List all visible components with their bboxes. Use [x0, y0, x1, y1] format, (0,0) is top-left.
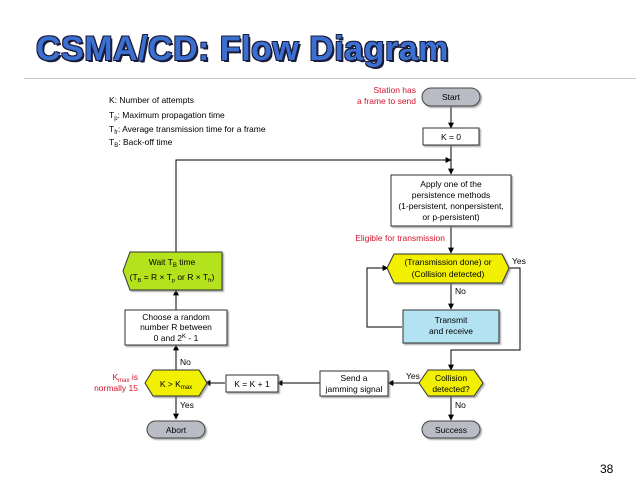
svg-text:number R between: number R between [140, 322, 212, 332]
arrow-transmit-loop [366, 265, 402, 328]
legend-item-attempts: K: Number of attempts [109, 95, 194, 105]
svg-text:Station has: Station has [373, 85, 416, 95]
svg-text:persistence methods: persistence methods [412, 190, 490, 200]
svg-text:K = K + 1: K = K + 1 [234, 379, 270, 389]
legend-item-propagation: Tp: Maximum propagation time [109, 110, 225, 122]
done-check-decision: (Transmission done) or (Collision detect… [386, 253, 510, 284]
svg-text:Success: Success [435, 425, 467, 435]
svg-text:Choose a random: Choose a random [142, 312, 210, 322]
jamming-box: Send a jamming signal [319, 370, 389, 397]
start-note: Station has a frame to send [357, 85, 416, 106]
transmit-box: Transmit and receive [402, 309, 500, 344]
svg-text:Collision: Collision [435, 373, 467, 383]
done-yes-label: Yes [512, 256, 526, 266]
page-number: 38 [600, 462, 614, 476]
start-node: Start [421, 87, 481, 107]
persistence-box: Apply one of the persistence methods (1-… [390, 174, 512, 227]
success-node: Success [421, 420, 481, 439]
svg-text:normally 15: normally 15 [94, 383, 138, 393]
kmax-no-label: No [180, 357, 191, 367]
svg-text:0 and 2K - 1: 0 and 2K - 1 [154, 333, 199, 343]
svg-text:K > Kmax: K > Kmax [160, 379, 192, 391]
svg-text:Abort: Abort [166, 425, 187, 435]
svg-text:or p-persistent): or p-persistent) [422, 212, 479, 222]
legend-item-frame-time: Tfr: Average transmission time for a fra… [109, 124, 266, 136]
svg-text:(Transmission done) or: (Transmission done) or [404, 257, 491, 267]
svg-text:and receive: and receive [429, 326, 473, 336]
svg-text:(Collision detected): (Collision detected) [412, 269, 485, 279]
done-no-label: No [455, 286, 466, 296]
svg-text:K = 0: K = 0 [441, 132, 461, 142]
kmax-yes-label: Yes [180, 400, 194, 410]
svg-text:Transmit: Transmit [435, 315, 468, 325]
svg-text:jamming signal: jamming signal [325, 384, 383, 394]
random-box: Choose a random number R between 0 and 2… [124, 309, 228, 346]
arrow-check-yes-to-collision [448, 267, 521, 371]
connectors [173, 106, 521, 421]
svg-text:(1-persistent, nonpersistent,: (1-persistent, nonpersistent, [398, 201, 503, 211]
k-increment-box: K = K + 1 [225, 374, 279, 393]
legend-item-backoff: TB: Back-off time [109, 137, 173, 149]
kmax-note: Kmax is normally 15 [94, 372, 138, 393]
collision-no-label: No [455, 400, 466, 410]
svg-text:Wait TB time: Wait TB time [149, 257, 196, 269]
svg-text:Kmax is: Kmax is [112, 372, 138, 384]
svg-text:detected?: detected? [432, 384, 470, 394]
arrow-wait-to-persistence [175, 157, 452, 252]
svg-text:(TB = R × Tp or R × Tfr): (TB = R × Tp or R × Tfr) [130, 272, 215, 284]
collision-yes-label: Yes [406, 371, 420, 381]
svg-text:Start: Start [442, 92, 461, 102]
kmax-decision: K > Kmax [144, 369, 208, 397]
abort-node: Abort [146, 420, 206, 439]
title-divider [24, 78, 636, 79]
eligible-note: Eligible for transmission [355, 233, 445, 243]
svg-text:Apply one of the: Apply one of the [420, 179, 482, 189]
legend: K: Number of attempts Tp: Maximum propag… [109, 95, 266, 149]
k-zero-box: K = 0 [422, 127, 480, 146]
svg-text:a frame to send: a frame to send [357, 96, 416, 106]
slide-title: CSMA/CD: Flow Diagram [36, 30, 449, 68]
wait-box: Wait TB time (TB = R × Tp or R × Tfr) [122, 251, 223, 291]
svg-text:Send a: Send a [341, 373, 368, 383]
collision-decision: Collision detected? [418, 369, 484, 397]
